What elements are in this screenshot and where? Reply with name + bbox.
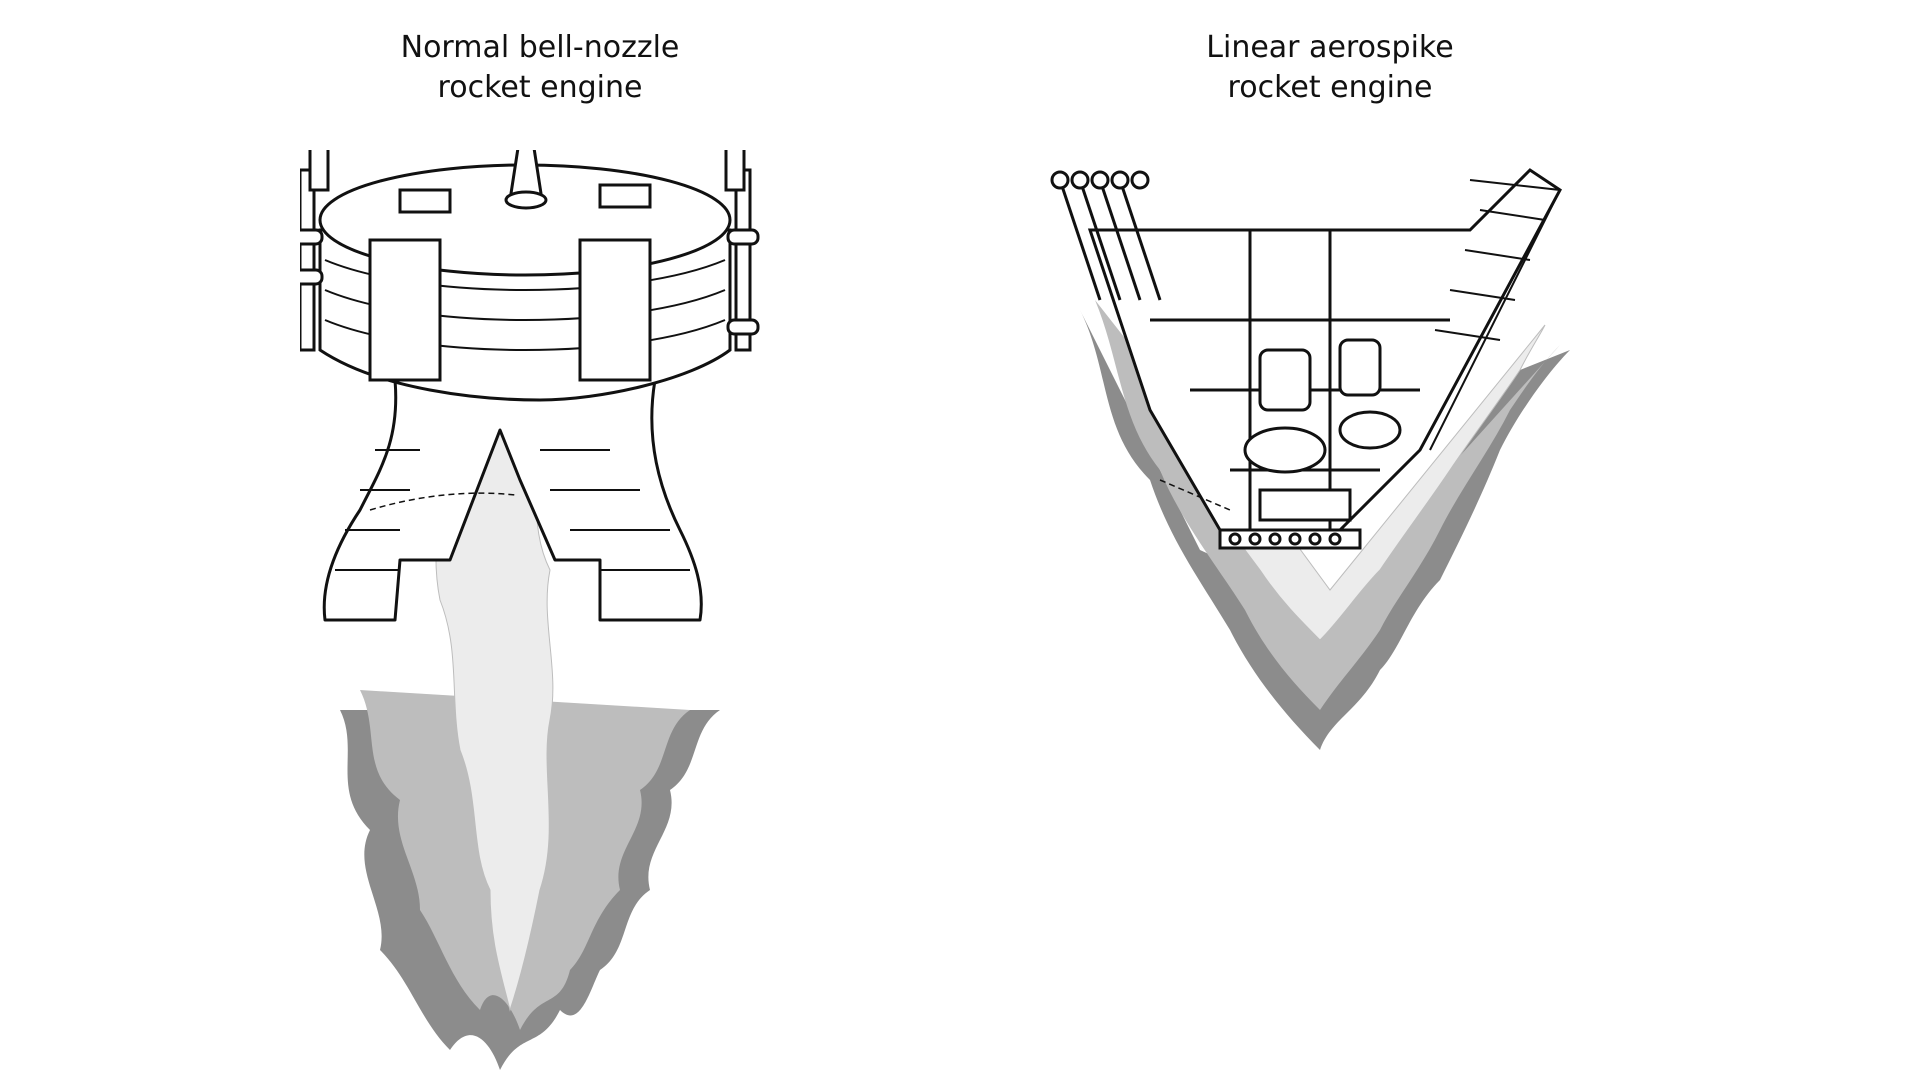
bell-nozzle-dashed-exit [369,492,516,511]
bell-feed-pipes [300,168,760,352]
aero-exhaust-tubes [1050,170,1162,301]
aerospike-title-line2: rocket engine [1227,70,1433,105]
bell-turbopump-panel-left [368,238,442,382]
aerospike-panel: Linear aerospike rocket engine [1000,0,1660,1080]
aero-dashed-line [1159,479,1231,511]
bell-vent-stacks [308,150,746,192]
bell-valve-box-left [398,188,452,214]
aero-ramp-grid [1429,179,1562,451]
bell-turbopump-panel-right [578,238,652,382]
bell-valve-box-right [598,183,652,209]
bell-nozzle-bands [335,449,690,571]
bell-nozzle-title-line2: rocket engine [437,70,643,105]
bell-nozzle-engine-illustration [300,150,760,1070]
aerospike-title: Linear aerospike rocket engine [1000,28,1660,108]
bell-exhaust-core [435,430,554,1012]
aerospike-title-line1: Linear aerospike [1206,30,1454,65]
aero-injector-row [1218,528,1362,550]
bell-nozzle-title: Normal bell-nozzle rocket engine [300,28,780,108]
aerospike-engine-illustration [1050,168,1570,750]
bell-nozzle-panel: Normal bell-nozzle rocket engine [300,0,780,1080]
aero-turbopumps [1243,338,1402,522]
bell-nozzle-title-line1: Normal bell-nozzle [400,30,680,65]
aero-frame [1087,168,1562,532]
